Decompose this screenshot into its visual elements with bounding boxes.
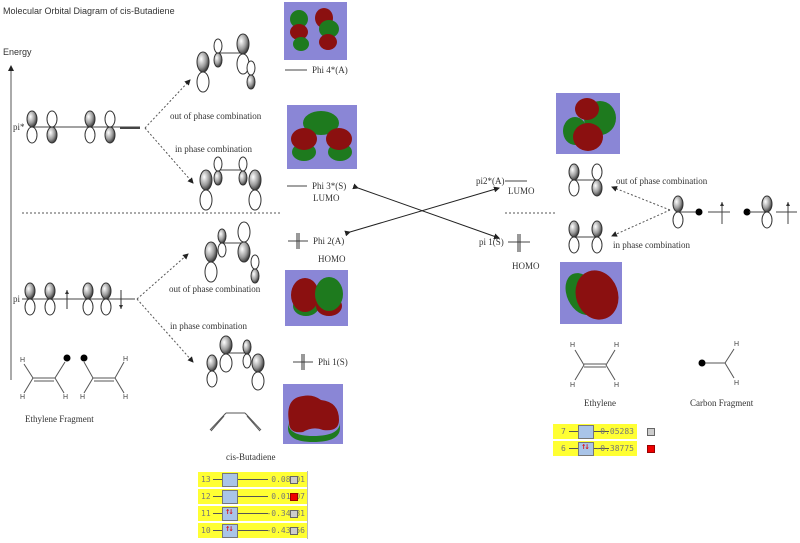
- unoccupied-orbital-box: [578, 425, 594, 439]
- table-row[interactable]: 6 ↑↓ -0.38775: [553, 441, 637, 456]
- phi3-lumo-tag: LUMO: [313, 193, 340, 203]
- phi1-label: Phi 1(S): [318, 357, 348, 367]
- phi4-label: Phi 4*(A): [312, 65, 348, 75]
- pi1-mo-image: [560, 262, 622, 324]
- out-of-phase-label-top: out of phase combination: [170, 111, 262, 121]
- phi2-orbital-sketch: [204, 221, 260, 284]
- table-row[interactable]: 11 ↑↓ -0.34381: [198, 506, 308, 521]
- table-row[interactable]: 10 ↑↓ -0.43756: [198, 523, 308, 538]
- pi1-label: pi 1(S): [479, 237, 504, 247]
- occupied-orbital-box: ↑↓: [222, 507, 238, 521]
- unoccupied-orbital-box: [222, 473, 238, 487]
- ethylene-pi-sketch: [568, 220, 603, 254]
- out-of-phase-label-right: out of phase combination: [616, 176, 708, 186]
- pi1-level: [508, 234, 530, 252]
- gray-marker-icon[interactable]: [290, 527, 298, 535]
- table-scrollbar[interactable]: [307, 471, 308, 539]
- svg-text:H: H: [570, 342, 575, 349]
- svg-text:H: H: [734, 341, 739, 348]
- carbon-fragment-structure: [702, 348, 735, 379]
- table-row[interactable]: 13 0.08501: [198, 472, 308, 487]
- svg-text:H: H: [614, 342, 619, 349]
- electron-pair-icon: ↑↓: [225, 507, 234, 517]
- table-row[interactable]: 7 0.05283: [553, 424, 637, 439]
- phi1-mo-image: [283, 384, 343, 444]
- svg-text:H: H: [734, 380, 739, 387]
- svg-text:H: H: [123, 356, 128, 363]
- phi2-homo-tag: HOMO: [318, 254, 346, 264]
- pi-orbitals: [22, 282, 135, 316]
- phi3-orbital-sketch: [199, 156, 262, 211]
- phi4-mo-image: [284, 2, 347, 60]
- ethylene-structure: [574, 349, 616, 381]
- svg-text:H: H: [570, 382, 575, 389]
- gray-marker-icon[interactable]: [290, 476, 298, 484]
- table-row[interactable]: 12 0.01707: [198, 489, 308, 504]
- ethylene-fragment-caption: Ethylene Fragment: [25, 414, 94, 424]
- pi2-star-label: pi2*(A): [476, 176, 505, 186]
- pi-star-label: pi*: [13, 122, 25, 132]
- phi3-label: Phi 3*(S): [312, 181, 347, 191]
- pi-star-orbitals: [26, 110, 140, 144]
- electron-pair-icon: ↑↓: [225, 524, 234, 534]
- svg-text:H: H: [63, 394, 68, 401]
- svg-text:H: H: [20, 357, 25, 364]
- in-phase-label-bottom: in phase combination: [170, 321, 247, 331]
- red-marker-icon[interactable]: [647, 445, 655, 453]
- occupied-orbital-box: ↑↓: [222, 524, 238, 538]
- carbon-fragment-caption: Carbon Fragment: [690, 398, 754, 408]
- gray-marker-icon[interactable]: [290, 510, 298, 518]
- phi2-mo-image: [285, 270, 348, 326]
- energy-axis-label: Energy: [3, 47, 32, 57]
- svg-text:H: H: [614, 382, 619, 389]
- carbon-fragment-orbitals: [672, 195, 797, 229]
- phi1-level: [293, 354, 313, 370]
- occupied-orbital-box: ↑↓: [578, 442, 594, 456]
- pi2-lumo-tag: LUMO: [508, 186, 535, 196]
- ethylene-pi-star-sketch: [568, 163, 603, 197]
- cis-butadiene-caption: cis-Butadiene: [226, 452, 276, 462]
- ethylene-caption: Ethylene: [584, 398, 616, 408]
- phi4-orbital-sketch: [196, 33, 256, 93]
- cis-butadiene-structure: [209, 412, 262, 432]
- diagram-title: Molecular Orbital Diagram of cis-Butadie…: [3, 6, 175, 16]
- phi2-label: Phi 2(A): [313, 236, 345, 246]
- svg-text:H: H: [80, 394, 85, 401]
- red-marker-icon[interactable]: [290, 493, 298, 501]
- unoccupied-orbital-box: [222, 490, 238, 504]
- svg-text:H: H: [20, 394, 25, 401]
- phi1-orbital-sketch: [206, 335, 265, 391]
- out-of-phase-label-bottom: out of phase combination: [169, 284, 261, 294]
- pi2-star-mo-image: [556, 93, 620, 154]
- svg-text:H: H: [123, 394, 128, 401]
- gray-marker-icon[interactable]: [647, 428, 655, 436]
- pi1-homo-tag: HOMO: [512, 261, 540, 271]
- phi2-level: [288, 233, 308, 249]
- in-phase-label-top: in phase combination: [175, 144, 252, 154]
- ethylene-fragment-structure: [23, 361, 125, 394]
- in-phase-label-right: in phase combination: [613, 240, 690, 250]
- electron-pair-icon: ↑↓: [581, 442, 590, 452]
- pi-label: pi: [13, 294, 21, 304]
- phi3-mo-image: [287, 105, 357, 169]
